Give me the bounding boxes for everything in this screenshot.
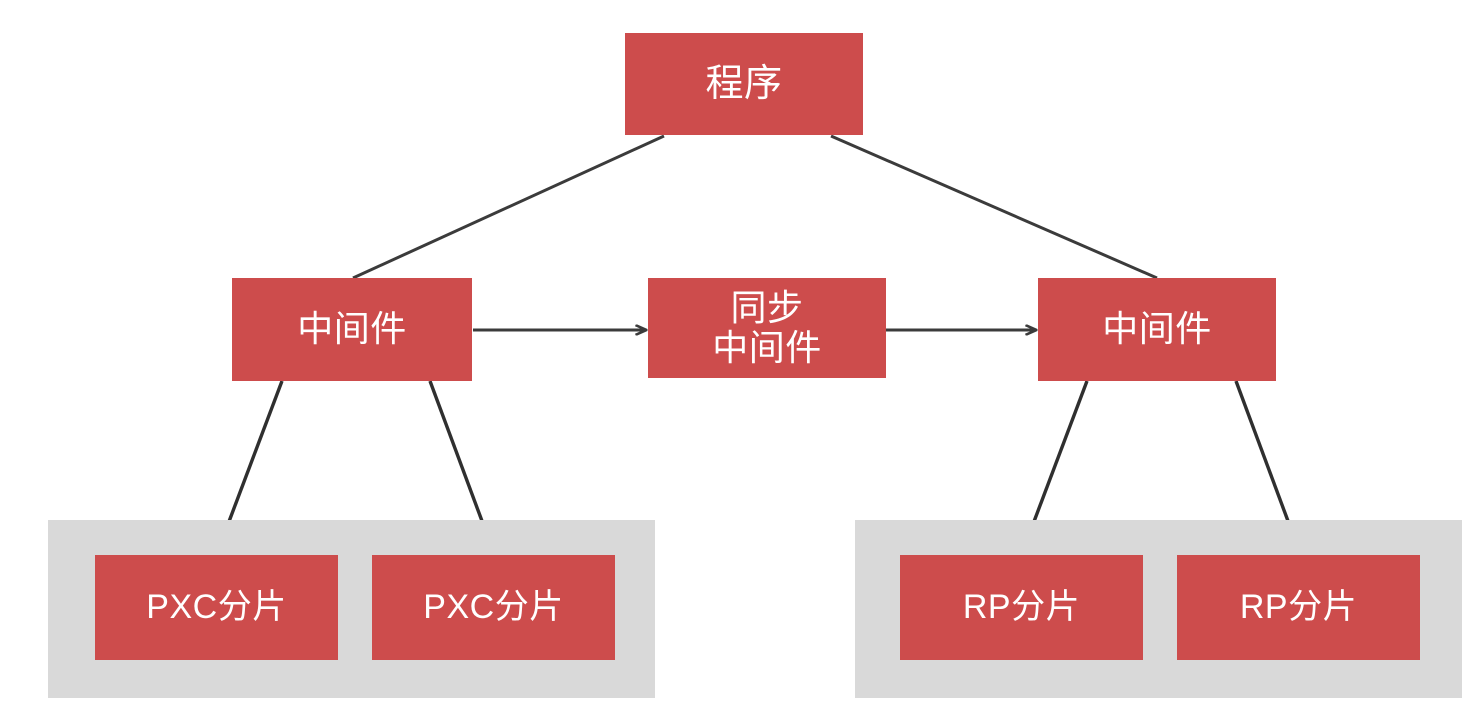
node-pxc-shard-1[interactable]: PXC分片 (95, 555, 338, 660)
node-pxc-shard-2[interactable]: PXC分片 (372, 555, 615, 660)
node-middleware-sync[interactable]: 同步 中间件 (648, 278, 886, 378)
edge-app-to-middleware-right (830, 134, 1158, 280)
node-rp-shard-1[interactable]: RP分片 (900, 555, 1143, 660)
node-middleware-left[interactable]: 中间件 (232, 278, 472, 381)
edge-app-to-middleware-left (352, 134, 665, 280)
node-middleware-right[interactable]: 中间件 (1038, 278, 1276, 381)
node-app[interactable]: 程序 (625, 33, 863, 135)
node-rp-shard-2[interactable]: RP分片 (1177, 555, 1420, 660)
